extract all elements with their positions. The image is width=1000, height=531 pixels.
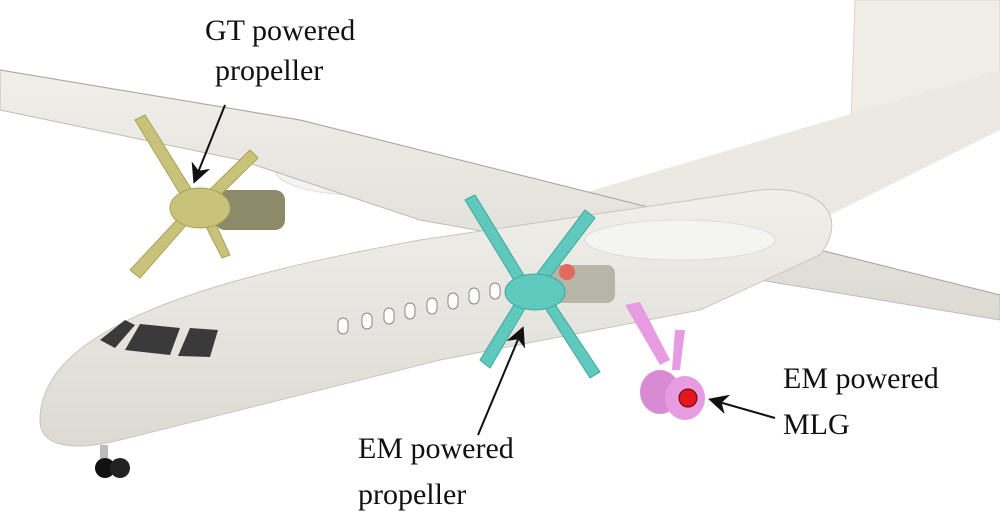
em-mlg-label: EM powered MLG xyxy=(783,362,939,442)
gt-propeller-label: GT powered propeller xyxy=(205,14,355,88)
em-prop-label-line2: propeller xyxy=(358,478,467,511)
em-propeller xyxy=(464,194,601,379)
nose-landing-gear xyxy=(95,445,130,478)
gt-label-line1: GT powered xyxy=(205,14,356,47)
gt-arrow xyxy=(191,104,226,184)
em-nacelle xyxy=(584,219,776,261)
em-prop-arrow xyxy=(477,326,526,436)
mlg-arrow xyxy=(708,394,776,419)
gt-engine xyxy=(215,190,285,230)
mlg-hub xyxy=(678,388,698,408)
em-propeller-label: EM powered propeller xyxy=(358,432,514,512)
gt-label-line2: propeller xyxy=(215,54,324,87)
cabin-windows xyxy=(337,282,501,335)
main-landing-gear xyxy=(625,302,705,420)
em-mlg-label-line1: EM powered xyxy=(783,362,939,395)
gt-propeller xyxy=(129,114,259,279)
em-prop-label-line1: EM powered xyxy=(358,432,514,465)
em-mlg-label-line2: MLG xyxy=(783,408,850,441)
cockpit-windows xyxy=(100,320,218,357)
